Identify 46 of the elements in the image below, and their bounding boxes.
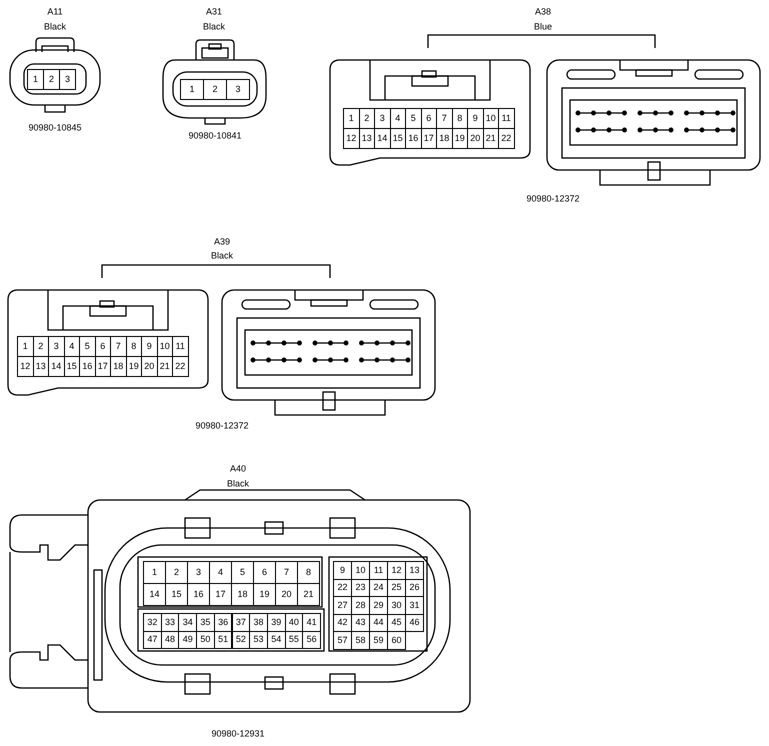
pin-number: 22 xyxy=(172,356,188,377)
pin-number: 22 xyxy=(498,128,514,149)
pin-number: 1 xyxy=(343,108,360,129)
pin-number: 32 xyxy=(143,613,162,632)
pin-number: 1 xyxy=(180,79,204,100)
pin-number: 2 xyxy=(203,79,227,100)
part-number: 90980-12931 xyxy=(211,730,265,738)
connector-id: A11 xyxy=(47,8,63,16)
connector-id: A31 xyxy=(206,8,222,16)
wire-color-label: Black xyxy=(227,480,249,488)
pin-number: 2 xyxy=(43,69,60,90)
part-number: 90980-12372 xyxy=(195,422,249,430)
pin-number: 57 xyxy=(333,631,352,650)
pin-number: 3 xyxy=(59,69,76,90)
wire-color-label: Black xyxy=(203,22,225,32)
pin-number: 14 xyxy=(143,583,166,606)
wire-color-label: Blue xyxy=(534,22,552,32)
pin-number: 11 xyxy=(498,108,514,129)
pin-number: 3 xyxy=(226,79,250,100)
pin-number: 13 xyxy=(405,561,424,580)
pin-number: 47 xyxy=(143,630,162,649)
pin-number: 60 xyxy=(387,631,406,650)
pin-number: 56 xyxy=(302,630,321,649)
connector-id: A39 xyxy=(214,238,230,246)
wire-color-label: Black xyxy=(44,22,66,32)
pin-number: 8 xyxy=(297,561,320,584)
pin-number: 1 xyxy=(17,336,34,357)
pin-number: 41 xyxy=(302,613,321,632)
pin-number: 51 xyxy=(214,630,232,649)
pin-number: 9 xyxy=(333,561,352,580)
pin-number: 36 xyxy=(214,613,232,632)
pin-number: 11 xyxy=(172,336,188,357)
connector-id: A40 xyxy=(230,464,246,474)
pin-number: 12 xyxy=(343,128,360,149)
connector-id: A38 xyxy=(535,8,551,16)
part-number: 90980-10841 xyxy=(188,132,242,140)
pin-number: 52 xyxy=(232,630,250,649)
pin-number: 46 xyxy=(405,614,424,632)
part-number: 90980-12372 xyxy=(526,194,580,204)
pin-number: 1 xyxy=(27,69,44,90)
pin-number: 1 xyxy=(143,561,166,584)
part-number: 90980-10845 xyxy=(28,124,82,132)
pin-number: 21 xyxy=(297,583,320,606)
wire-color-label: Black xyxy=(211,252,233,260)
pin-number: 37 xyxy=(232,613,250,632)
pin-number: 12 xyxy=(17,356,34,377)
